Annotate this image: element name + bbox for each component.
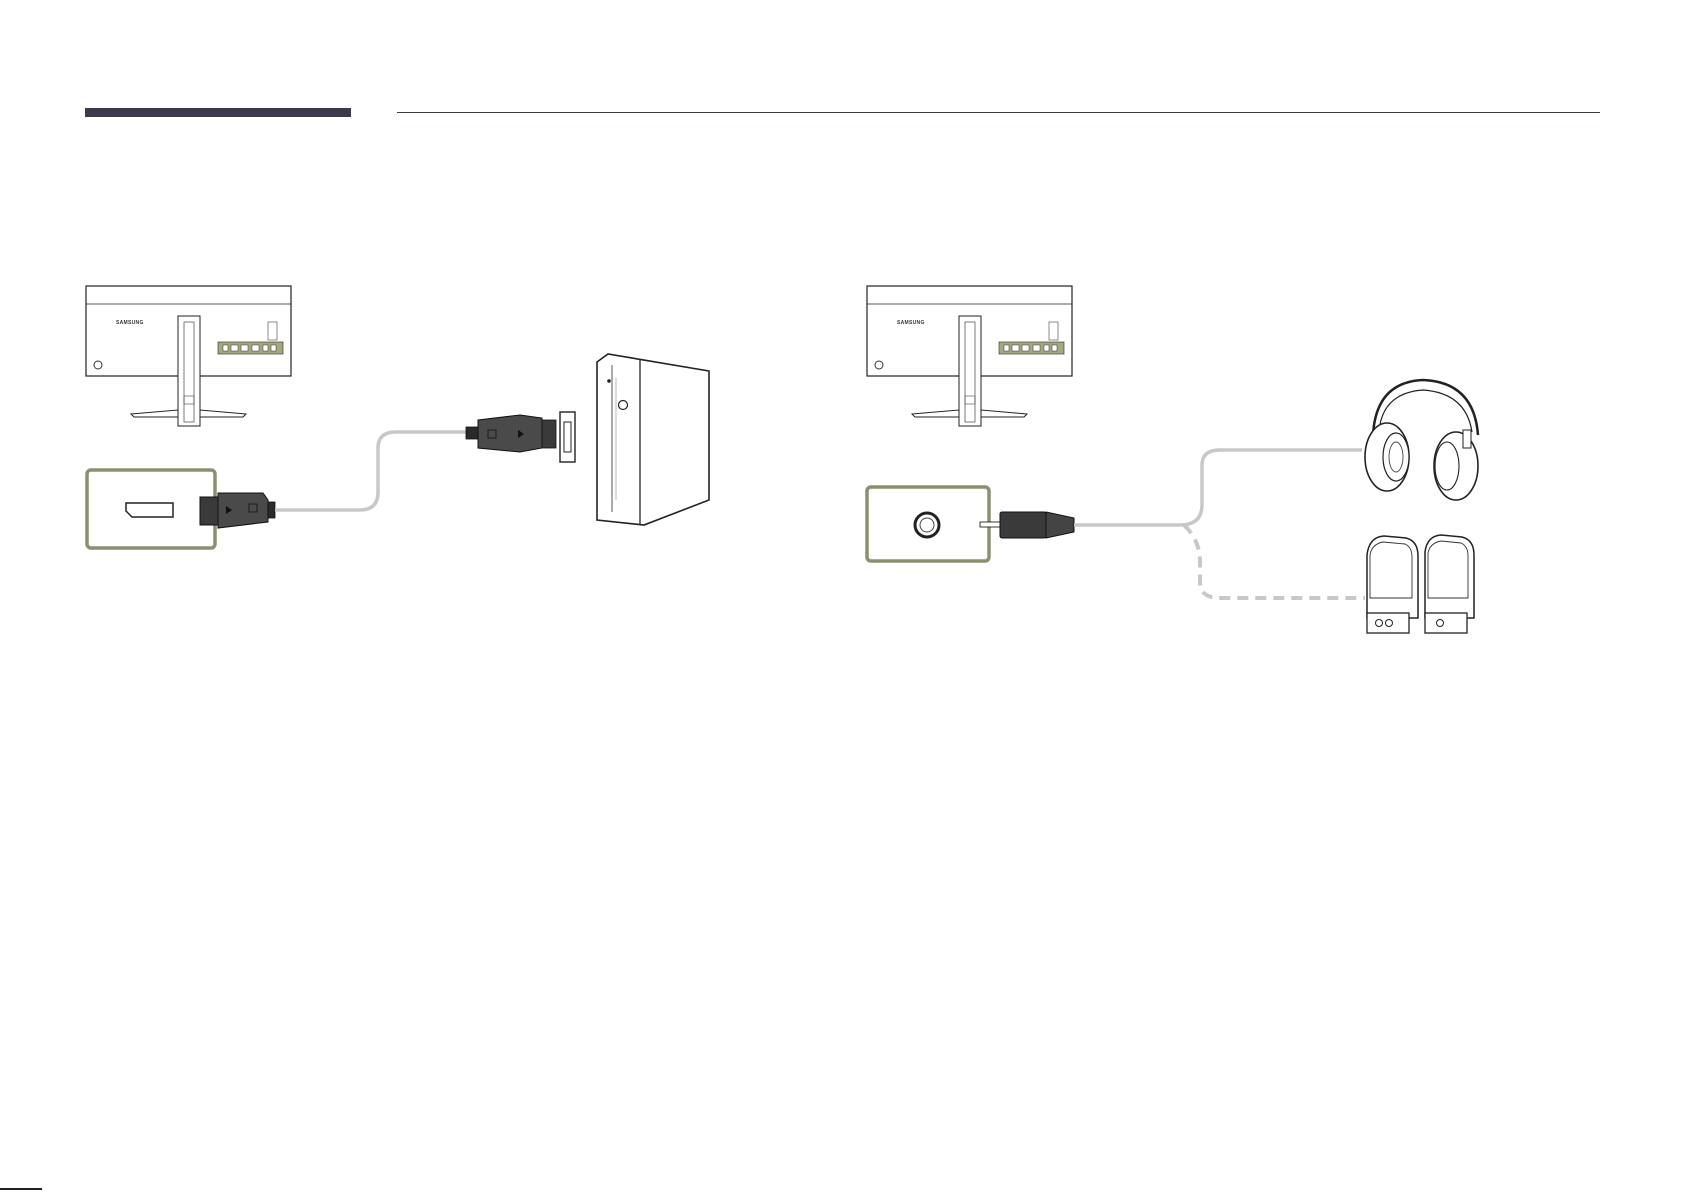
headphone-jack-icon: [867, 487, 989, 561]
speakers-icon: [1367, 535, 1474, 633]
monitor-brand-label: SAMSUNG: [116, 320, 144, 326]
speaker-cable-dashed: [1184, 525, 1365, 598]
audio-diagram: SAMSUNG: [867, 286, 1478, 633]
monitor-brand-label: SAMSUNG: [897, 320, 925, 326]
pc-port-icon: [560, 412, 575, 462]
audio-plug-icon: [980, 512, 1074, 538]
footer-mark: [0, 1188, 42, 1190]
page-footer: [0, 1182, 1685, 1192]
displayport-plug-pc-icon: [466, 415, 556, 452]
displayport-socket-icon: [87, 470, 215, 548]
headphone-cable: [1074, 450, 1362, 525]
monitor-rear-icon: SAMSUNG: [86, 286, 291, 426]
pc-tower-icon: [597, 354, 709, 525]
monitor-rear-icon: SAMSUNG: [867, 286, 1072, 426]
displayport-cable: [275, 432, 470, 510]
displayport-diagram: SAMSUNG: [86, 286, 709, 548]
headphones-icon: [1365, 380, 1478, 500]
displayport-plug-icon: [200, 493, 275, 528]
